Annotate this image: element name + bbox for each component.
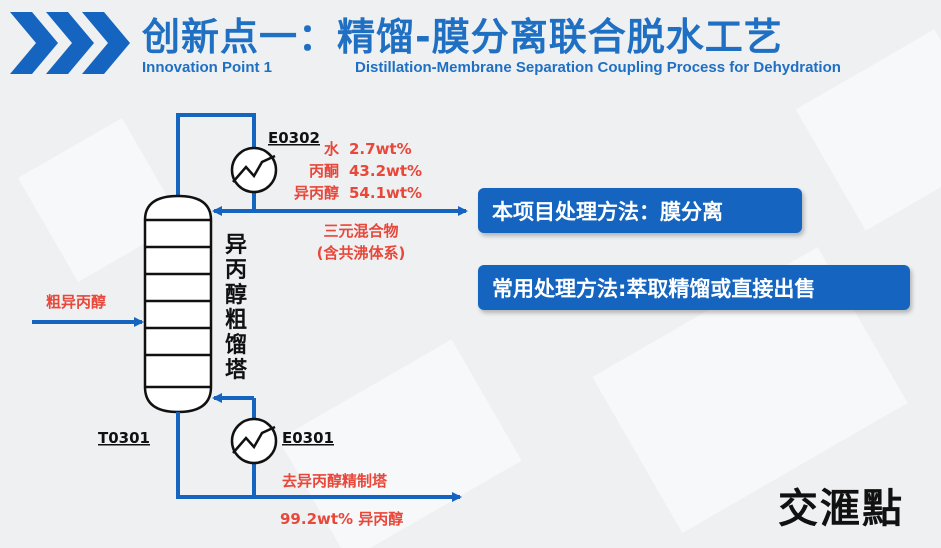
column-name-char: 塔 bbox=[225, 358, 248, 383]
column-name-char: 粗 bbox=[225, 308, 247, 333]
component-value: 2.7wt% bbox=[349, 140, 412, 158]
distillation-column-t0301 bbox=[143, 194, 213, 414]
overhead-stream-label: 三元混合物 bbox=[323, 222, 398, 240]
component-name: 异丙醇 bbox=[294, 184, 339, 202]
column-name-char: 醇 bbox=[225, 282, 247, 308]
component-value: 54.1wt% bbox=[349, 184, 422, 202]
overhead-vapor-line bbox=[176, 113, 256, 196]
reboiler-e0301 bbox=[230, 417, 278, 465]
page-title: 创新点一：精馏-膜分离联合脱水工艺 bbox=[142, 15, 783, 59]
bottoms-line bbox=[176, 412, 256, 499]
component-value: 43.2wt% bbox=[349, 162, 422, 180]
reboiler-tag: E0301 bbox=[282, 429, 334, 447]
column-name-char: 丙 bbox=[225, 258, 247, 283]
brand-logo: 交滙點 bbox=[778, 485, 904, 532]
column-trays bbox=[145, 218, 211, 389]
column-name: 异丙醇粗馏塔 bbox=[225, 233, 248, 383]
overhead-composition: 水 2.7wt% 丙酮 43.2wt% 异丙醇 54.1wt% bbox=[294, 140, 422, 202]
condenser-tag: E0302 bbox=[268, 129, 320, 147]
page-subtitle-right: Distillation-Membrane Separation Couplin… bbox=[355, 59, 841, 76]
bottom-stream-label: 去异丙醇精制塔 bbox=[282, 472, 388, 490]
column-tag: T0301 bbox=[98, 429, 150, 447]
callout-common-method: 常用处理方法:萃取精馏或直接出售 bbox=[478, 265, 910, 310]
component-name: 丙酮 bbox=[309, 162, 339, 180]
column-name-char: 馏 bbox=[225, 333, 247, 358]
component-name: 水 bbox=[324, 140, 340, 158]
callout-this-project: 本项目处理方法：膜分离 bbox=[478, 188, 802, 233]
chevron-arrows-icon bbox=[10, 12, 130, 74]
overhead-stream-note: (含共沸体系) bbox=[317, 244, 406, 262]
page-subtitle-left: Innovation Point 1 bbox=[142, 59, 272, 76]
feed-label: 粗异丙醇 bbox=[46, 293, 106, 311]
bottom-stream-purity: 99.2wt% 异丙醇 bbox=[280, 510, 403, 528]
condenser-e0302 bbox=[230, 146, 278, 194]
column-name-char: 异 bbox=[225, 233, 247, 258]
